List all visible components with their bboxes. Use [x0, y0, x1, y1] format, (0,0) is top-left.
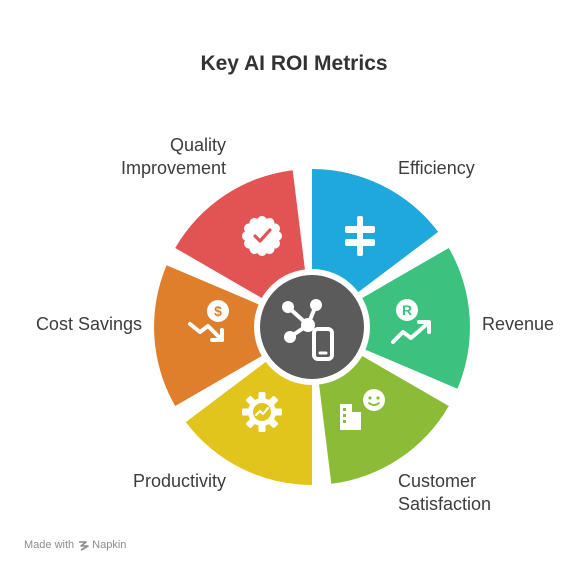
svg-text:$: $ — [214, 303, 222, 319]
petal-cost-savings — [154, 265, 312, 406]
footer-credit[interactable]: Made with Napkin — [24, 539, 127, 551]
label-customer-satisfaction: Customer Satisfaction — [398, 471, 492, 514]
productivity-gear-icon — [242, 392, 282, 432]
customer-satisfaction-icon — [340, 389, 385, 430]
petal-revenue — [312, 248, 470, 389]
ai-network-icon — [282, 299, 334, 361]
label-cost-savings: Cost Savings — [35, 314, 142, 334]
label-productivity: Productivity — [132, 471, 226, 491]
balance-icon — [345, 216, 375, 256]
label-revenue: Revenue — [482, 314, 555, 334]
page-title: Key AI ROI Metrics — [200, 52, 388, 75]
napkin-logo-icon — [79, 540, 89, 551]
svg-text:R: R — [402, 302, 412, 318]
quality-badge-icon — [242, 216, 282, 256]
label-efficiency: Efficiency — [398, 158, 475, 178]
label-quality-improvement: Quality Improvement — [120, 135, 226, 178]
revenue-growth-icon: R — [391, 299, 431, 344]
cost-savings-icon: $ — [188, 300, 229, 342]
